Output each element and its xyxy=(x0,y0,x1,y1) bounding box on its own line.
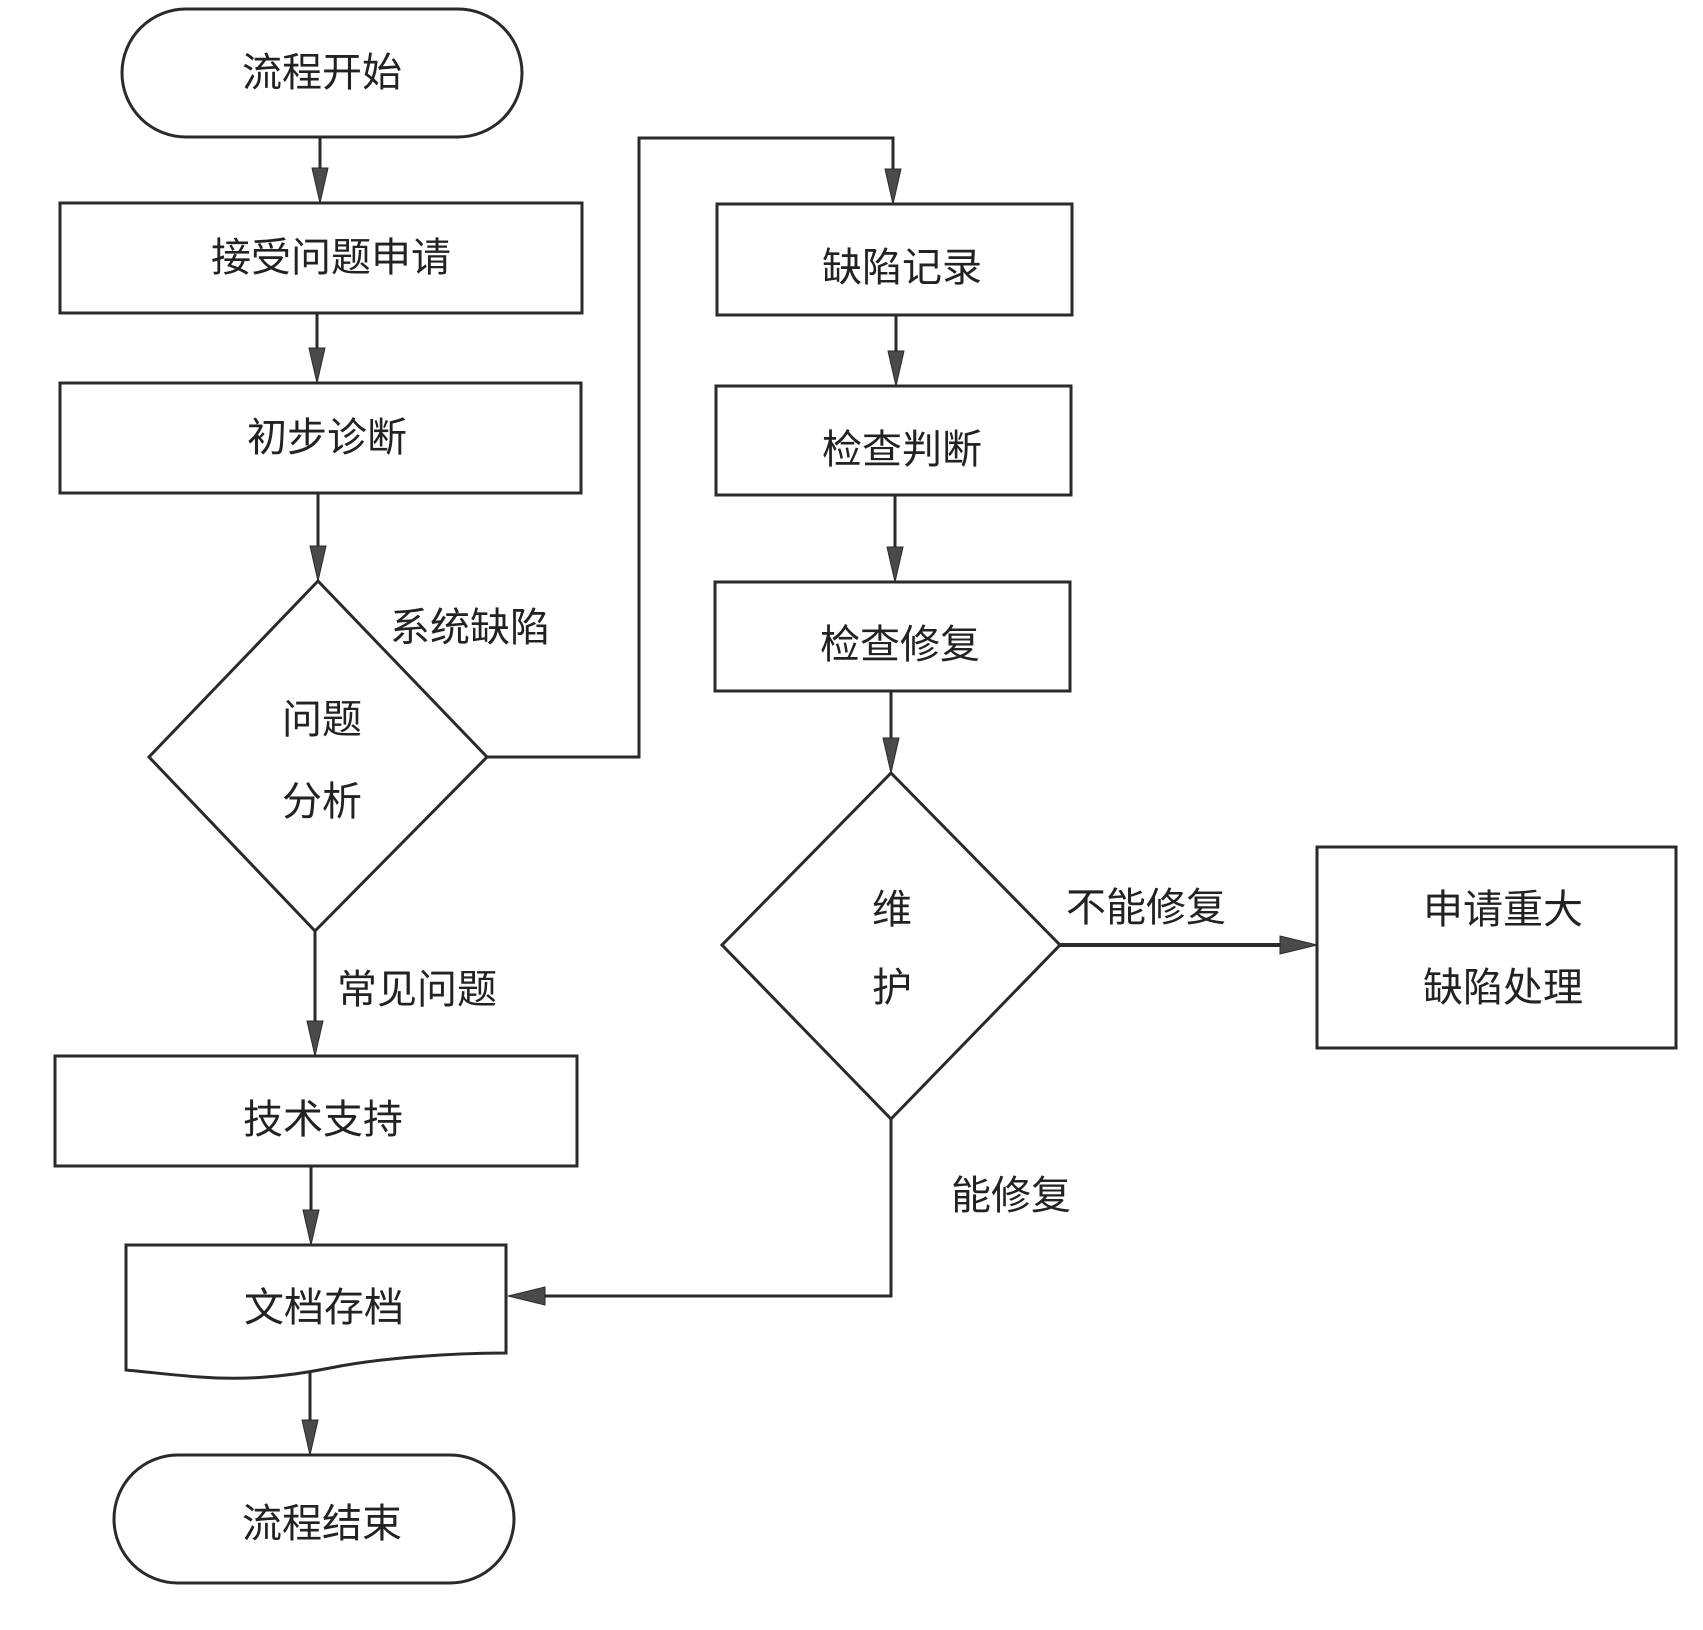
node-label: 缺陷记录 xyxy=(822,245,982,291)
node-receive: 接受问题申请 xyxy=(58,201,584,315)
node-check: 检查判断 xyxy=(714,384,1073,497)
process-shape xyxy=(713,580,1072,693)
arrowhead-icon xyxy=(309,545,327,582)
arrowhead-icon xyxy=(306,1020,324,1057)
arrowhead-icon xyxy=(882,737,900,774)
node-label: 文档存档 xyxy=(244,1285,404,1331)
node-label: 初步诊断 xyxy=(247,415,407,461)
decision-shape xyxy=(146,578,490,934)
arrowhead-icon xyxy=(302,1209,320,1246)
terminal-shape xyxy=(112,1453,516,1585)
process-shape xyxy=(714,384,1073,497)
node-label-line1: 问题 xyxy=(282,697,362,743)
node-start: 流程开始 xyxy=(120,7,524,139)
node-diagnose: 初步诊断 xyxy=(58,381,583,495)
edge-analyze-record xyxy=(487,136,895,759)
arrowhead-icon xyxy=(301,1419,319,1456)
node-label-line2: 缺陷处理 xyxy=(1423,965,1583,1011)
edge-label-can-repair: 能修复 xyxy=(951,1173,1071,1219)
node-analyze: 问题 分析 xyxy=(146,578,490,934)
node-label: 流程结束 xyxy=(242,1501,402,1547)
arrowhead-icon xyxy=(887,350,905,387)
edge-label-common-issue: 常见问题 xyxy=(337,967,497,1013)
node-label-line1: 维 xyxy=(872,887,912,933)
process-shape xyxy=(715,202,1074,317)
arrowhead-icon xyxy=(886,546,904,583)
process-shape xyxy=(53,1054,579,1168)
arrowhead-icon xyxy=(1279,935,1318,955)
node-archive: 文档存档 xyxy=(124,1243,508,1380)
node-record: 缺陷记录 xyxy=(715,202,1074,317)
process-shape xyxy=(1315,845,1678,1050)
edge-label-system-defect: 系统缺陷 xyxy=(390,605,550,651)
process-shape xyxy=(58,381,583,495)
node-label-line1: 申请重大 xyxy=(1423,887,1583,933)
node-support: 技术支持 xyxy=(53,1054,579,1168)
document-shape xyxy=(124,1243,508,1380)
arrowhead-icon xyxy=(884,168,902,205)
node-maintain: 维 护 xyxy=(719,770,1063,1122)
terminal-shape xyxy=(120,7,524,139)
decision-shape xyxy=(719,770,1063,1122)
arrowhead-icon xyxy=(311,167,329,204)
node-escalate: 申请重大 缺陷处理 xyxy=(1315,845,1678,1050)
edge-label-cannot-repair: 不能修复 xyxy=(1066,885,1226,931)
node-label: 检查判断 xyxy=(822,427,982,473)
node-label-line2: 护 xyxy=(872,965,912,1011)
node-label: 流程开始 xyxy=(242,50,402,96)
edge-maintain-archive xyxy=(533,1119,893,1298)
node-end: 流程结束 xyxy=(112,1453,516,1585)
arrowhead-icon xyxy=(308,347,326,384)
node-label: 检查修复 xyxy=(820,622,980,668)
process-shape xyxy=(58,201,584,315)
node-label: 技术支持 xyxy=(243,1097,403,1143)
node-label-line2: 分析 xyxy=(282,779,362,825)
arrowhead-icon xyxy=(507,1286,546,1306)
edges xyxy=(301,136,1318,1456)
node-label: 接受问题申请 xyxy=(211,235,451,281)
node-repair: 检查修复 xyxy=(713,580,1072,693)
